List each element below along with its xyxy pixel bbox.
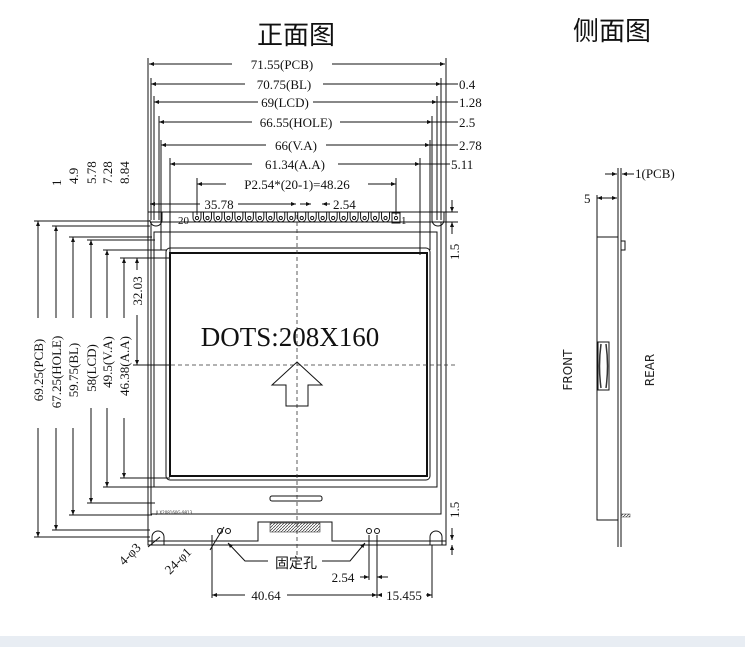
pin-hole (247, 215, 252, 221)
pin (286, 212, 296, 223)
pin-hole (320, 215, 325, 221)
rear-label: REAR (643, 354, 657, 386)
bottom-strip (0, 636, 745, 647)
side-view-title: 侧面图 (573, 17, 651, 47)
pin (234, 212, 244, 223)
large-holes-label: 4-φ3 (116, 540, 144, 568)
pin-hole (268, 215, 273, 221)
dim-lcd-width: 69(LCD) (261, 95, 309, 110)
top-offset-lcd: 5.78 (84, 161, 99, 184)
pin-hole (372, 215, 378, 221)
pin (307, 212, 317, 223)
pin (223, 212, 233, 223)
offset-lcd: 1.28 (459, 95, 482, 110)
pin-row (192, 212, 401, 224)
pin (276, 212, 286, 223)
offset-bl: 0.4 (459, 77, 476, 92)
span-label: 40.64 (251, 588, 281, 603)
offset-aa: 5.11 (451, 157, 473, 172)
pin-hole (236, 215, 241, 221)
dim-pin-pitch: 2.54 (333, 197, 356, 212)
pin (265, 212, 275, 223)
pin (339, 212, 349, 223)
pin-hole (289, 215, 294, 221)
dim-pcb-height: 69.25(PCB) (31, 339, 46, 401)
dim-pin-offset: 35.78 (204, 197, 233, 212)
side-view: 5 1(PCB) FRONT REAR (561, 166, 675, 547)
pin-hole (393, 215, 399, 221)
pin-hole (310, 215, 315, 221)
dim-aa-width: 61.34(A.A) (265, 157, 325, 172)
top-offset-hole: 1 (49, 180, 64, 187)
dim-lcd-height: 58(LCD) (84, 344, 99, 392)
dim-va-width: 66(V.A) (275, 138, 317, 153)
pin (349, 212, 359, 223)
dim-hole-height: 67.25(HOLE) (49, 336, 64, 409)
pin-hole (215, 215, 221, 221)
vertical-dimensions: 69.25(PCB) 67.25(HOLE) 59.75(BL) 58(LCD)… (30, 161, 170, 538)
dim-bl-width: 70.75(BL) (257, 77, 312, 92)
top-offset-aa: 8.84 (117, 161, 132, 184)
dim-va-height: 49.5(V.A) (100, 336, 115, 388)
pin (244, 212, 254, 223)
dim-center-offset: 32.03 (130, 276, 145, 305)
pin-hole (226, 215, 231, 221)
pin (297, 212, 307, 223)
module-front: JLX208160G-9813 DOTS:208X160 (147, 211, 458, 560)
dim-hole-width: 66.55(HOLE) (260, 115, 333, 130)
pin (202, 212, 212, 223)
pin-hole (194, 215, 200, 221)
dim-aa-height: 46.38(A.A) (117, 336, 132, 396)
pin-hole (352, 215, 357, 221)
small-holes-label: 24-φ1 (162, 544, 195, 577)
pin-1-label: 1 (401, 215, 407, 227)
front-view-title: 正面图 (257, 21, 335, 51)
offset-hole: 2.5 (459, 115, 475, 130)
pin (370, 212, 380, 223)
right-gap-dimensions: 1.5 1.5 (441, 200, 462, 555)
side-pcb-label: 1(PCB) (635, 166, 675, 181)
pin-20-label: 20 (178, 215, 190, 227)
front-label: FRONT (561, 349, 575, 391)
gap-top: 1.5 (447, 244, 462, 260)
pin-hole (205, 215, 210, 221)
pin (328, 212, 338, 223)
bottom-dimensions: 4-φ3 24-φ1 固定孔 2.54 40.64 15.455 (116, 526, 433, 603)
pin-hole (383, 215, 388, 221)
side-depth-label: 5 (584, 191, 591, 206)
edge-label: 15.455 (386, 588, 422, 603)
pin (192, 212, 202, 223)
pin-hole (299, 215, 304, 221)
dots-label: DOTS:208X160 (201, 322, 380, 352)
offset-va: 2.78 (459, 138, 482, 153)
pitch-label: 2.54 (332, 570, 355, 585)
pin (213, 212, 223, 223)
fix-hole-label: 固定孔 (275, 556, 317, 572)
pin-hole (278, 215, 283, 221)
dim-bl-height: 59.75(BL) (66, 343, 81, 398)
model-label: JLX208160G-9813 (155, 510, 193, 515)
top-offset-bl: 4.9 (66, 168, 81, 184)
pin-hole (331, 215, 336, 221)
pin-hole (257, 215, 262, 221)
pin-hole (362, 215, 367, 221)
horizontal-dimensions: 71.55(PCB) 70.75(BL) 69(LCD) 66.55(HOLE)… (149, 56, 482, 212)
pin (360, 212, 370, 223)
dim-pin-pitch-total: P2.54*(20-1)=48.26 (244, 177, 350, 192)
gap-bottom: 1.5 (447, 502, 462, 518)
top-offset-va: 7.28 (100, 161, 115, 184)
pin (391, 212, 401, 224)
pin (381, 212, 391, 223)
pin-hole (341, 215, 346, 221)
pin (318, 212, 328, 223)
pin (255, 212, 265, 223)
dim-pcb-width: 71.55(PCB) (251, 57, 313, 72)
